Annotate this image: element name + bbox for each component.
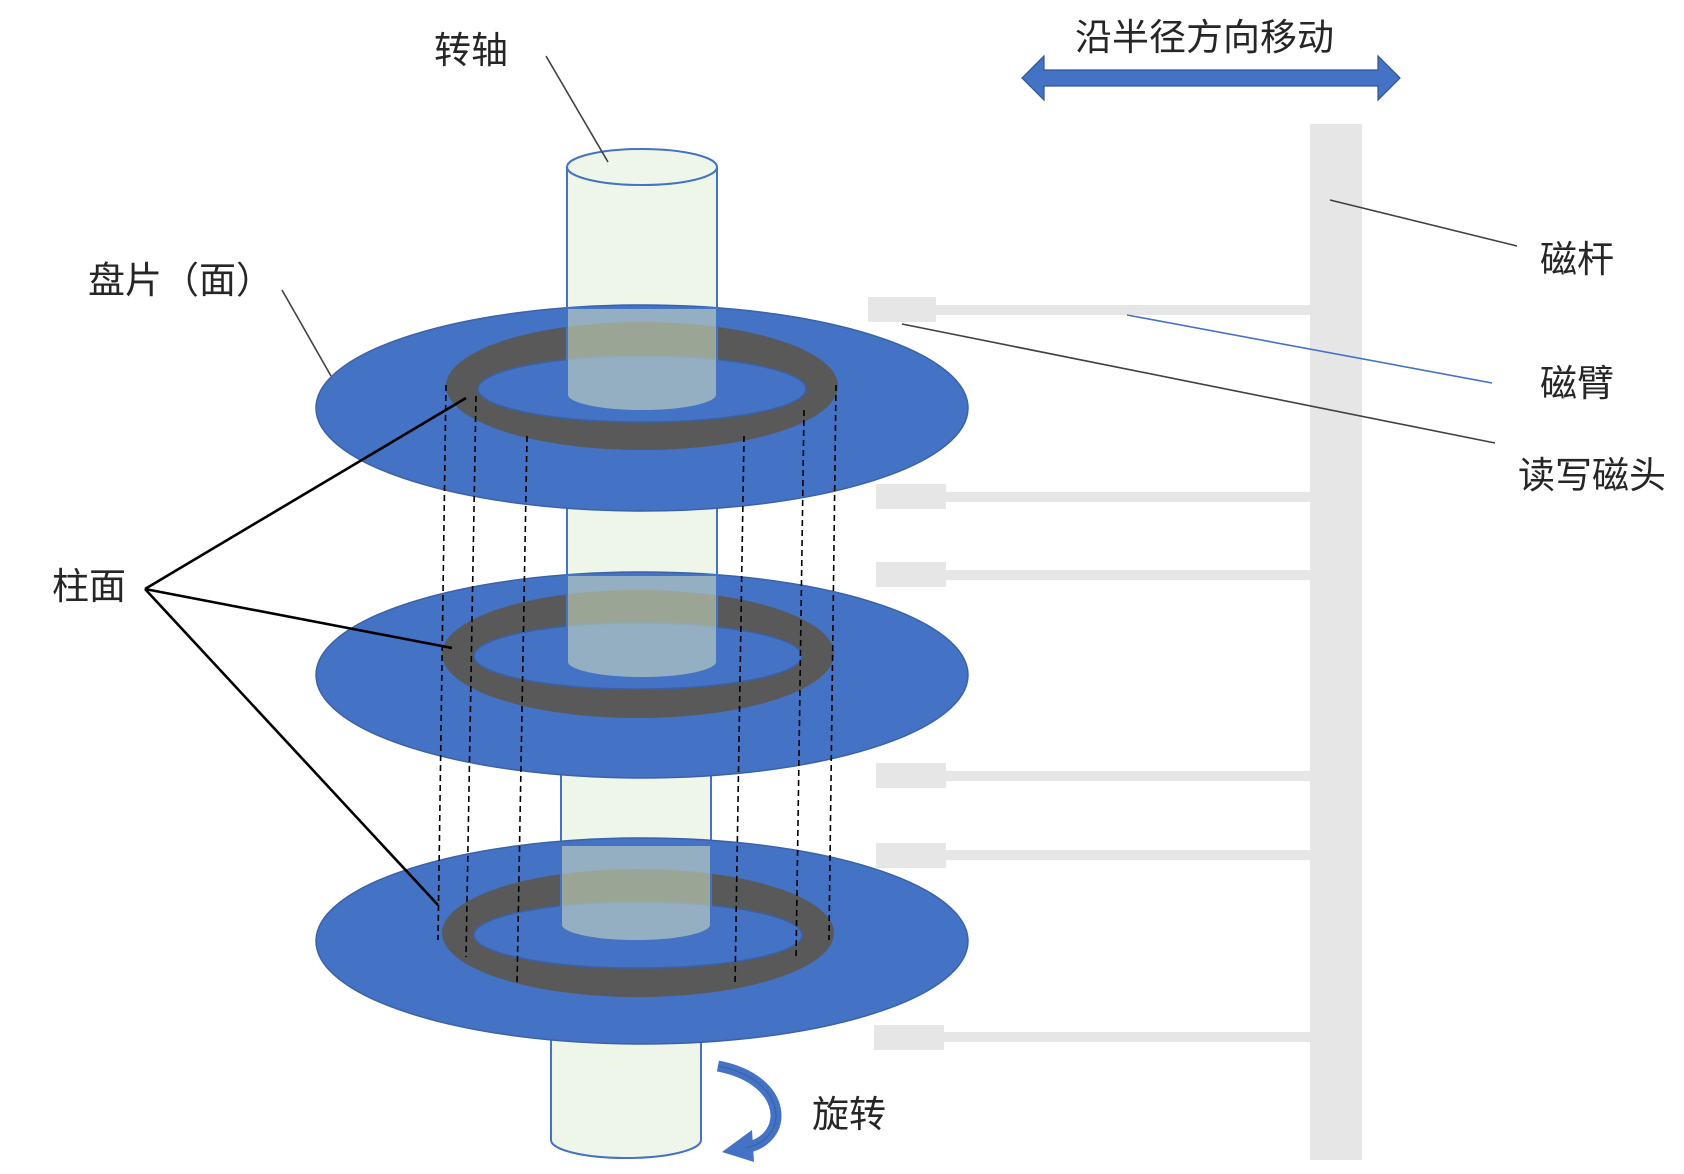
arm [930, 771, 1310, 781]
rw-head [874, 1025, 944, 1050]
arm [930, 850, 1310, 860]
actuator-rod [1310, 124, 1362, 1160]
curved-arrow-icon [716, 1060, 782, 1162]
spindle-leader [545, 55, 609, 163]
rod-leader [1329, 199, 1518, 247]
rw-head [876, 484, 946, 509]
actuator-rod-label: 磁杆 [1540, 238, 1614, 281]
arm [930, 492, 1310, 502]
cylinder-label: 柱面 [52, 565, 126, 608]
platter-top [315, 304, 969, 512]
leader-lines [281, 55, 1518, 444]
platter-middle [315, 571, 969, 779]
arm-leader [1126, 314, 1493, 384]
rw-head-label: 读写磁头 [1518, 454, 1666, 497]
platter-label: 盘片（面） [88, 259, 273, 302]
radial-move-label: 沿半径方向移动 [1075, 16, 1334, 59]
rw-head [876, 763, 946, 788]
platter-leader [281, 289, 332, 377]
arms [930, 305, 1310, 1042]
rw-head [876, 843, 946, 868]
cylinder-leaders [144, 396, 467, 906]
rw-heads [868, 297, 946, 1050]
rw-head [868, 297, 936, 322]
rw-head [876, 562, 946, 587]
arm [930, 1032, 1310, 1042]
spindle-top-cap [566, 148, 718, 186]
spindle-segment [550, 1020, 702, 1159]
head-leader [901, 323, 1496, 444]
arm [930, 570, 1310, 580]
double-arrow-icon [1021, 54, 1401, 102]
arm [930, 305, 1310, 315]
rotation-label: 旋转 [812, 1093, 886, 1136]
arm-label: 磁臂 [1540, 362, 1614, 405]
cylinder-dashed-lines [437, 384, 837, 986]
platter-bottom [315, 837, 969, 1045]
spindle-label: 转轴 [434, 29, 508, 72]
